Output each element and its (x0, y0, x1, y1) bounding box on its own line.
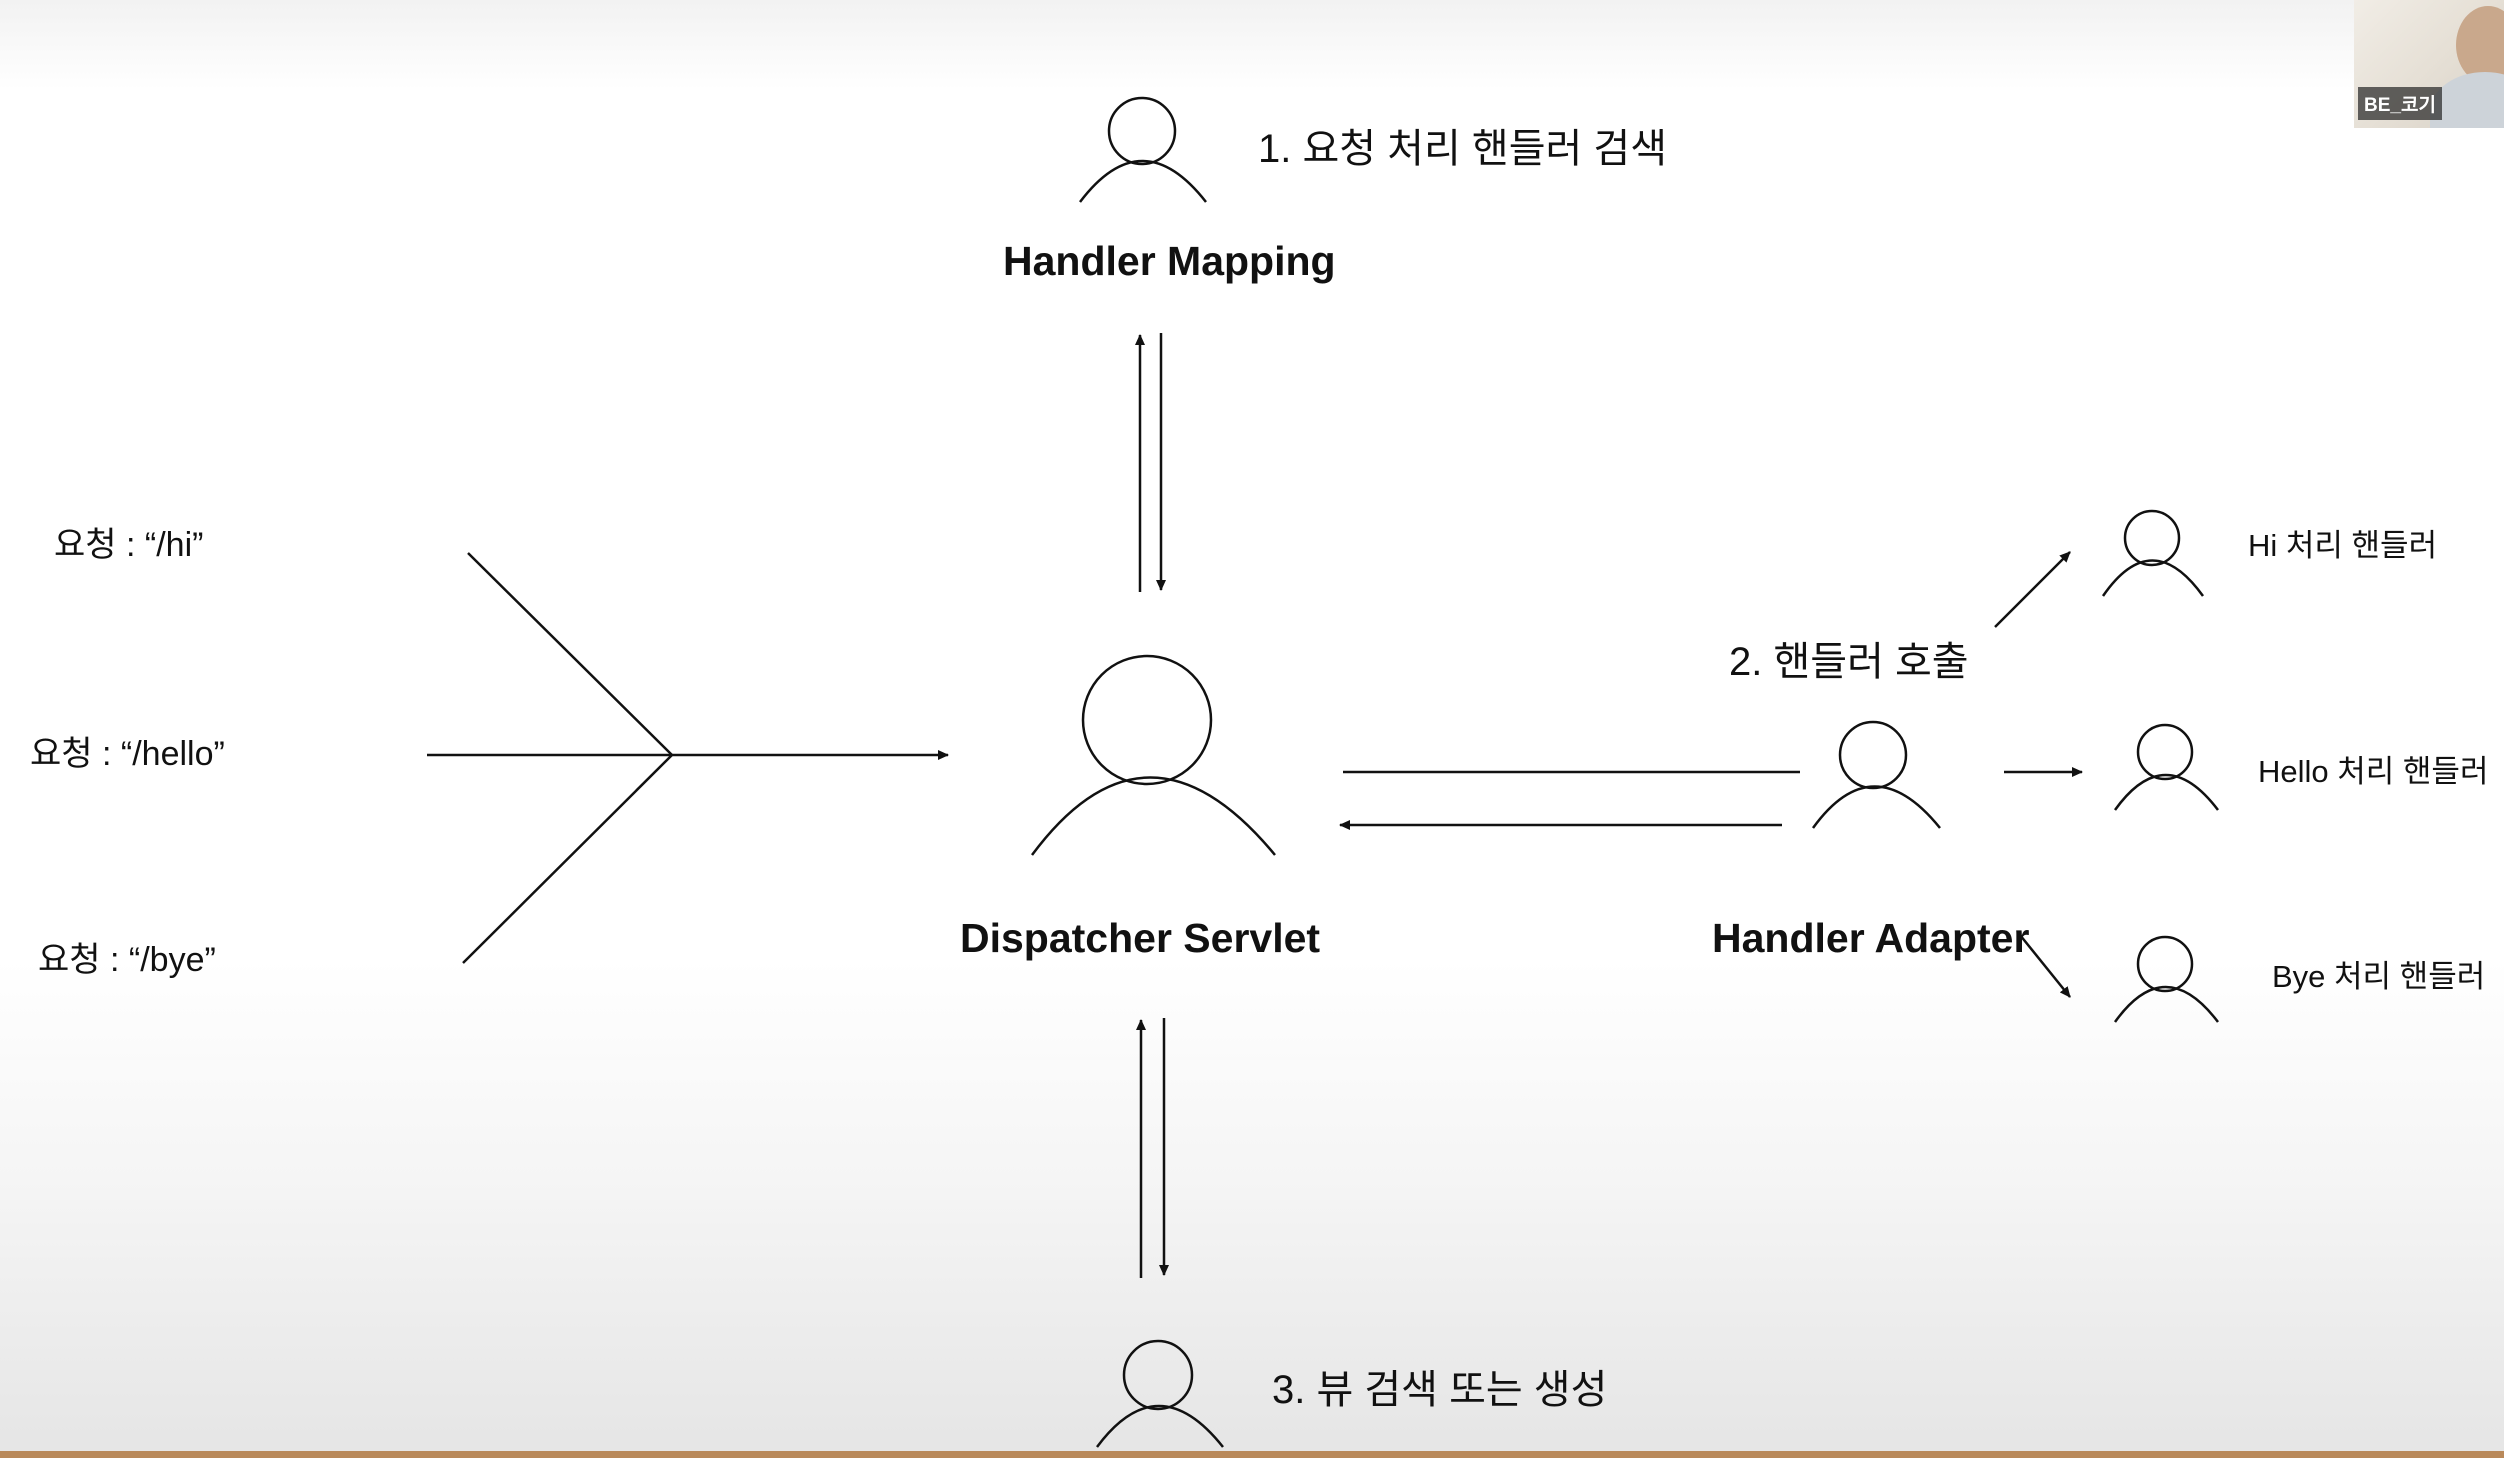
bye-handler-actor-icon (2113, 935, 2219, 1023)
webcam-name-tag: BE_코기 (2358, 87, 2442, 120)
view-actor-icon (1095, 1339, 1224, 1448)
view-step-label: 3. 뷰 검색 또는 생성 (1272, 1368, 1608, 1412)
adapter-to-hi-arrow (1994, 551, 2071, 628)
hi-handler-label: Hi 처리 핸들러 (2248, 528, 2438, 563)
request-hello-label: 요청 : “/hello” (30, 735, 225, 773)
adapter-to-bye-arrow (2019, 934, 2071, 998)
request-hi-label: 요청 : “/hi” (54, 526, 204, 564)
handler-adapter-actor-icon (1811, 720, 1941, 829)
handler-adapter-title: Handler Adapter (1712, 915, 2030, 961)
handler-mapping-actor-icon (1079, 96, 1207, 203)
handler-mapping-title: Handler Mapping (1003, 238, 1336, 284)
webcam-overlay: BE_코기 (2354, 0, 2504, 128)
bye-handler-label: Bye 처리 핸들러 (2272, 959, 2486, 994)
dispatcher-servlet-actor-icon (1030, 654, 1276, 856)
dispatcher-servlet-title: Dispatcher Servlet (960, 915, 1321, 961)
bottom-strip (0, 1451, 2504, 1458)
webcam-person-head (2456, 6, 2504, 84)
hi-handler-actor-icon (2101, 509, 2205, 597)
request-bye-label: 요청 : “/bye” (38, 941, 216, 979)
request-funnel-lines (427, 552, 673, 964)
hello-handler-actor-icon (2113, 723, 2219, 811)
handler-mapping-step-label: 1. 요청 처리 핸들러 검색 (1258, 127, 1668, 171)
hello-handler-label: Hello 처리 핸들러 (2258, 754, 2489, 789)
handler-adapter-step-label: 2. 핸들러 호출 (1729, 640, 1969, 684)
